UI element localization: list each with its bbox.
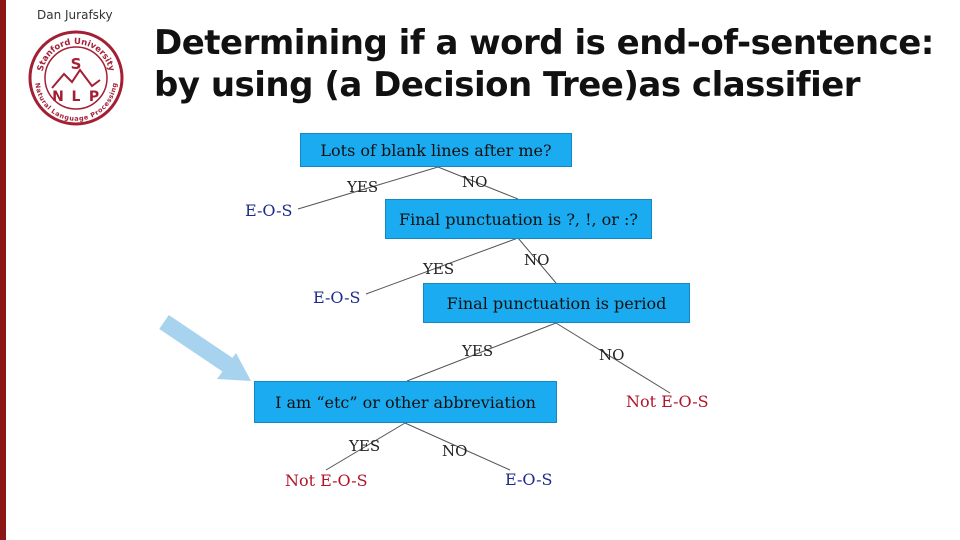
leaf-not-eos-2: Not E-O-S	[285, 471, 368, 490]
edge-n3-yes	[406, 322, 557, 382]
edge-n1-no	[437, 166, 519, 200]
label-n4-yes: YES	[349, 437, 381, 455]
label-n2-no: NO	[524, 251, 550, 269]
leaf-eos-3: E-O-S	[505, 470, 553, 489]
edge-n1-yes	[297, 166, 439, 210]
logo-letter-l: L	[72, 89, 81, 105]
edge-n2-no	[517, 237, 557, 284]
edge-n4-no	[404, 422, 511, 471]
node-final-punctuation: Final punctuation is ?, !, or :?	[385, 199, 652, 239]
edge-n2-yes	[365, 237, 519, 295]
node-blank-lines: Lots of blank lines after me?	[300, 133, 572, 167]
label-n3-no: NO	[599, 346, 625, 364]
edge-n3-no	[555, 322, 671, 394]
stanford-nlp-logo: Stanford University Natural Language Pro…	[28, 30, 124, 126]
title-line-2: by using (a Decision Tree)as classifier	[154, 65, 861, 105]
leaf-eos-1: E-O-S	[245, 201, 293, 220]
leaf-not-eos-1: Not E-O-S	[626, 392, 709, 411]
title-line-1: Determining if a word is end-of-sentence…	[154, 23, 934, 63]
node-abbreviation: I am “etc” or other abbreviation	[254, 381, 557, 423]
label-n4-no: NO	[442, 442, 468, 460]
edge-n4-yes	[325, 422, 406, 471]
highlight-arrow	[159, 314, 251, 381]
slide-title: Determining if a word is end-of-sentence…	[154, 22, 944, 106]
author-name: Dan Jurafsky	[37, 8, 113, 22]
label-n1-no: NO	[462, 173, 488, 191]
logo-letter-n: N	[52, 89, 64, 105]
accent-bar	[0, 0, 6, 540]
leaf-eos-2: E-O-S	[313, 288, 361, 307]
logo-letter-s: S	[71, 55, 82, 73]
label-n3-yes: YES	[462, 342, 494, 360]
label-n2-yes: YES	[423, 260, 455, 278]
logo-letter-p: P	[89, 89, 99, 105]
label-n1-yes: YES	[347, 178, 379, 196]
node-final-period: Final punctuation is period	[423, 283, 690, 323]
